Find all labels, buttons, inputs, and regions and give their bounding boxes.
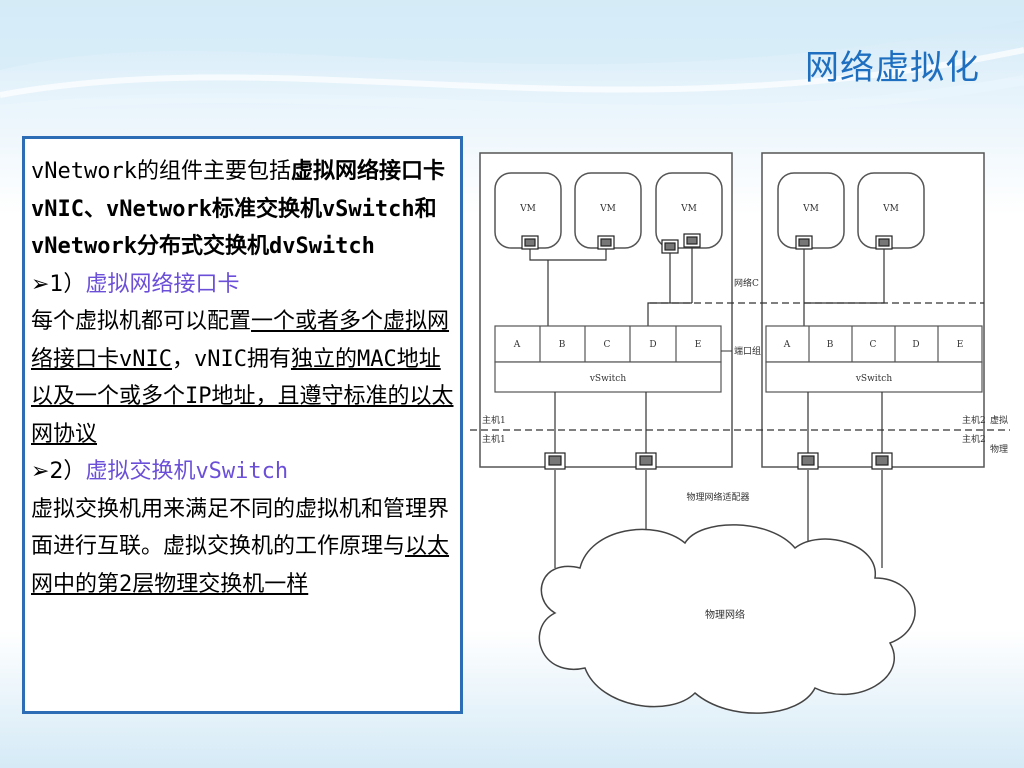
port-c: C	[870, 340, 877, 350]
vnic-icon	[521, 233, 893, 254]
vswitch-body	[494, 361, 722, 393]
section1-heading: ➢1）虚拟网络接口卡	[31, 266, 454, 304]
content-textbox: vNetwork的组件主要包括虚拟网络接口卡vNIC、vNetwork标准交换机…	[22, 136, 463, 714]
section1-body-plain2: ，vNIC拥有	[171, 346, 291, 372]
port-e: E	[957, 340, 964, 350]
port-d: D	[649, 340, 656, 350]
section2-title: 虚拟交换机vSwitch	[85, 459, 289, 484]
slide-title: 网络虚拟化	[805, 48, 980, 88]
port-b: B	[827, 340, 834, 350]
section2-heading: ➢2）虚拟交换机vSwitch	[31, 453, 454, 491]
section2-body: 虚拟交换机用来满足不同的虚拟机和管理界面进行互联。虚拟交换机的工作原理与以太网中…	[31, 491, 454, 604]
section1-body: 每个虚拟机都可以配置一个或者多个虚拟网络接口卡vNIC，vNIC拥有独立的MAC…	[31, 303, 454, 453]
network-diagram: VM VM VM VM VM 网络C A B C D E vSwitch	[470, 152, 1010, 714]
intro-bold: 虚拟网络接口卡vNIC、vNetwork标准交换机vSwitch和vNetwor…	[31, 159, 445, 259]
vswitch-body	[765, 361, 983, 393]
bullet-arrow-icon: ➢	[31, 271, 50, 297]
section1-body-plain1: 每个虚拟机都可以配置	[31, 309, 252, 334]
section1-title: 虚拟网络接口卡	[85, 271, 240, 297]
section2-body-underline: 以太网中的第2层物理交换机一样	[31, 534, 450, 597]
port-b: B	[559, 340, 566, 350]
vswitch-label: vSwitch	[589, 374, 626, 384]
host2-label: 主机2	[962, 414, 986, 426]
host2-label: 主机2	[962, 433, 986, 445]
port-d: D	[912, 340, 919, 350]
section1-body-underline1: 一个或者多个虚拟网络接口卡vNIC	[31, 309, 450, 372]
section2-body-plain: 虚拟交换机用来满足不同的虚拟机和管理界面进行互联。虚拟交换机的工作原理与	[31, 496, 450, 560]
virtual-label: 虚拟	[990, 414, 1008, 426]
section2-number: 2）	[49, 459, 86, 484]
port-c: C	[604, 340, 611, 350]
vm-label: VM	[802, 204, 819, 214]
host1-label: 主机1	[482, 414, 506, 426]
vm-label: VM	[519, 204, 536, 214]
portgroup-label: 端口组	[734, 345, 761, 357]
intro-lead: vNetwork的组件主要包括	[31, 159, 291, 184]
network-c-label: 网络C	[734, 277, 759, 289]
port-a: A	[783, 340, 791, 350]
cloud-label: 物理网络	[705, 608, 745, 621]
vswitch-box	[494, 325, 722, 363]
vswitch-box	[765, 325, 983, 363]
section1-number: 1）	[49, 271, 86, 297]
vm-label: VM	[882, 204, 899, 214]
header-wave-decoration	[0, 0, 1024, 115]
physical-nic-icon	[544, 452, 893, 470]
physical-label: 物理	[990, 443, 1008, 455]
host1-label: 主机1	[482, 433, 506, 445]
bullet-arrow-icon: ➢	[31, 459, 50, 484]
intro-paragraph: vNetwork的组件主要包括虚拟网络接口卡vNIC、vNetwork标准交换机…	[31, 153, 454, 266]
port-e: E	[695, 340, 702, 350]
vm-box	[655, 172, 723, 249]
adapter-label: 物理网络适配器	[686, 491, 749, 503]
port-a: A	[513, 340, 521, 350]
section1-body-underline2: 独立的MAC地址以及一个或多个IP地址，且遵守标准的以太网协议	[31, 346, 454, 447]
vm-label: VM	[680, 204, 697, 214]
vswitch-label: vSwitch	[855, 374, 892, 384]
vm-label: VM	[599, 204, 616, 214]
physical-network-cloud	[538, 524, 916, 714]
